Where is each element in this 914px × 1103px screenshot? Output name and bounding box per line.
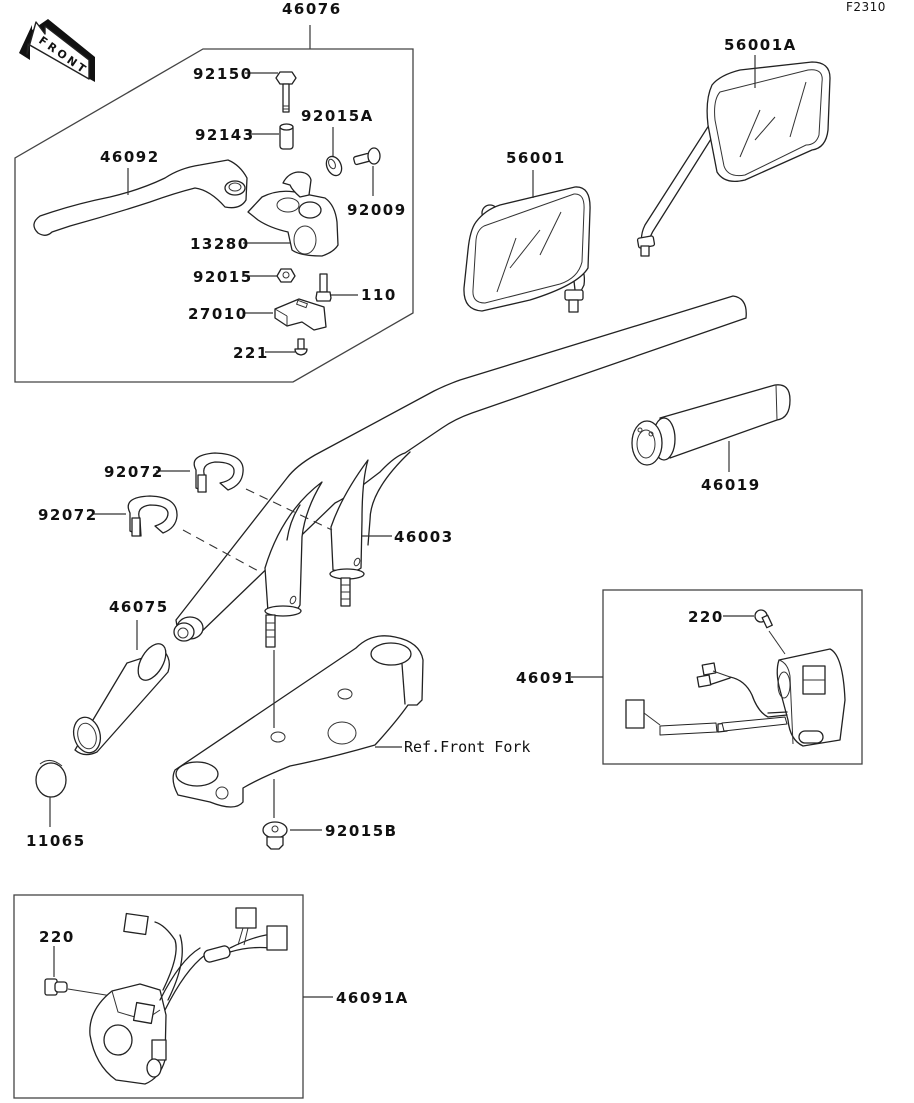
part-label-56001[interactable]: 56001 bbox=[506, 149, 566, 167]
mirror-56001[interactable] bbox=[463, 186, 591, 313]
part-label-92143[interactable]: 92143 bbox=[195, 126, 255, 144]
part-label-46091[interactable]: 46091 bbox=[516, 669, 576, 687]
part-label-92150[interactable]: 92150 bbox=[193, 65, 253, 83]
screw-221[interactable] bbox=[294, 338, 308, 356]
front-arrow-icon: FRONT bbox=[19, 19, 95, 82]
switch-27010[interactable] bbox=[274, 298, 327, 331]
band-92072-lower[interactable] bbox=[127, 495, 178, 537]
part-label-92009[interactable]: 92009 bbox=[347, 201, 407, 219]
nut-92015B[interactable] bbox=[262, 821, 288, 850]
part-label-92072-lower[interactable]: 92072 bbox=[38, 506, 98, 524]
bolt-110[interactable] bbox=[315, 273, 332, 302]
part-label-11065[interactable]: 11065 bbox=[26, 832, 86, 850]
handlebar-46003[interactable] bbox=[173, 295, 747, 648]
part-label-46091A[interactable]: 46091A bbox=[336, 989, 409, 1007]
right-switch-housing-46091[interactable] bbox=[625, 648, 846, 747]
part-label-92015B[interactable]: 92015B bbox=[325, 822, 398, 840]
part-label-46092[interactable]: 46092 bbox=[100, 148, 160, 166]
part-label-221[interactable]: 221 bbox=[233, 344, 269, 362]
part-label-220-right[interactable]: 220 bbox=[688, 608, 724, 626]
nut-92015A[interactable] bbox=[323, 154, 344, 178]
grip-46075[interactable] bbox=[70, 639, 172, 756]
collar-92143[interactable] bbox=[279, 123, 294, 150]
mirror-56001A[interactable] bbox=[636, 61, 831, 257]
lever-46092[interactable] bbox=[33, 159, 248, 236]
bolt-92150[interactable] bbox=[275, 71, 297, 113]
band-92072-upper[interactable] bbox=[193, 452, 244, 493]
reference-note-front-fork[interactable]: Ref.Front Fork bbox=[404, 738, 530, 756]
part-label-46003[interactable]: 46003 bbox=[394, 528, 454, 546]
left-switch-housing-46091A[interactable] bbox=[89, 907, 288, 1085]
part-label-46019[interactable]: 46019 bbox=[701, 476, 761, 494]
screw-92009[interactable] bbox=[353, 147, 381, 166]
holder-13280[interactable] bbox=[247, 171, 339, 257]
part-label-56001A[interactable]: 56001A bbox=[724, 36, 797, 54]
part-label-13280[interactable]: 13280 bbox=[190, 235, 250, 253]
part-label-92072-upper[interactable]: 92072 bbox=[104, 463, 164, 481]
throttle-grip-46019[interactable] bbox=[631, 384, 791, 466]
lever-assembly-frame bbox=[14, 25, 414, 383]
part-label-46075[interactable]: 46075 bbox=[109, 598, 169, 616]
figure-code: F2310 bbox=[846, 0, 886, 14]
part-label-46076[interactable]: 46076 bbox=[282, 0, 342, 18]
screw-220-right[interactable] bbox=[754, 609, 773, 629]
part-label-220-left[interactable]: 220 bbox=[39, 928, 75, 946]
nut-92015[interactable] bbox=[276, 268, 296, 283]
part-label-27010[interactable]: 27010 bbox=[188, 305, 248, 323]
triple-clamp[interactable] bbox=[172, 635, 424, 808]
part-label-92015A[interactable]: 92015A bbox=[301, 107, 374, 125]
screw-220-left[interactable] bbox=[44, 978, 68, 996]
part-label-110[interactable]: 110 bbox=[361, 286, 397, 304]
cap-11065[interactable] bbox=[35, 760, 67, 798]
part-label-92015[interactable]: 92015 bbox=[193, 268, 253, 286]
